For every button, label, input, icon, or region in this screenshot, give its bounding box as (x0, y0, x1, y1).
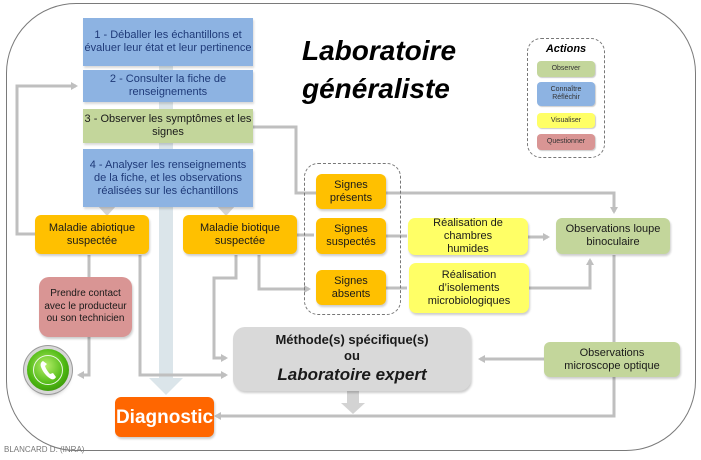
isolations-label: Réalisation d’isolements microbiologique… (427, 268, 511, 307)
signs-suspected-box[interactable]: Signes suspectés (316, 218, 386, 254)
photo-credit: BLANCARD D. (INRA) (4, 445, 85, 454)
signs-present-label: Signes présents (329, 178, 373, 204)
legend-item-questionner: Questionner (537, 134, 595, 150)
specific-methods-box[interactable]: Méthode(s) spécifique(s) ou Laboratoire … (233, 327, 471, 391)
step3-to-binocular-connector (253, 125, 618, 214)
phone-icon[interactable] (27, 349, 69, 391)
actions-legend: Actions Observer Connaître Réfléchir Vis… (527, 38, 605, 158)
step-1-label: 1 - Déballer les échantillons et évaluer… (84, 29, 252, 54)
legend-label-observer: Observer (551, 65, 581, 72)
signs-group (304, 163, 401, 315)
legend-item-connaitre-reflechir: Connaître Réfléchir (537, 82, 595, 106)
step-3-box[interactable]: 3 - Observer les symptômes et les signes (83, 109, 253, 143)
biotic-to-signs-absent-connector (257, 255, 311, 293)
step-2-label: 2 - Consulter la fiche de renseignements (109, 73, 227, 98)
humid-chambers-label: Réalisation de chambres humides (433, 217, 503, 255)
biotic-to-methods-connector (212, 255, 238, 362)
contact-producer-box[interactable]: Prendre contact avec le producteur ou so… (39, 277, 132, 337)
legend-item-visualiser: Visualiser (537, 113, 595, 128)
humid-chambers-box[interactable]: Réalisation de chambres humides (408, 217, 528, 255)
title-line-1: Laboratoire (302, 35, 457, 66)
step-3-label: 3 - Observer les symptômes et les signes (84, 113, 252, 138)
microscope-observation-label: Observations microscope optique (564, 346, 660, 372)
step-1-box[interactable]: 1 - Déballer les échantillons et évaluer… (83, 18, 253, 66)
methods-line-1: Méthode(s) spécifique(s) (275, 332, 429, 347)
signs-absent-label: Signes absents (331, 274, 371, 300)
legend-label-visualiser: Visualiser (550, 116, 582, 124)
legend-label-connaitre: Connaître (550, 86, 582, 93)
diagram-frame (6, 3, 696, 451)
methods-line-3: Laboratoire expert (277, 365, 427, 384)
step-4-box[interactable]: 4 - Analyser les renseignements de la fi… (83, 149, 253, 207)
contact-producer-label: Prendre contact avec le producteur ou so… (44, 288, 127, 325)
abiotic-disease-label: Maladie abiotique suspectée (48, 221, 136, 247)
methods-line-2: ou (344, 348, 360, 363)
legend-label-questionner: Questionner (546, 138, 586, 145)
abiotic-to-methods-connector (138, 255, 228, 379)
abiotic-to-step2-connector (15, 82, 78, 236)
step-4-label: 4 - Analyser les renseignements de la fi… (89, 158, 247, 197)
binocular-to-diagnostic-connector (214, 255, 616, 420)
signs-absent-box[interactable]: Signes absents (316, 270, 386, 305)
signs-suspected-label: Signes suspectés (326, 223, 376, 248)
title-line-2: généraliste (302, 73, 450, 104)
main-flow-arrowhead (149, 378, 183, 395)
methods-to-diagnostic-arrow (341, 391, 365, 414)
diagnostic-label: Diagnostic (115, 406, 214, 428)
microscope-observation-box[interactable]: Observations microscope optique (544, 342, 680, 377)
isolations-box[interactable]: Réalisation d’isolements microbiologique… (409, 263, 529, 313)
diagnostic-box[interactable]: Diagnostic (115, 397, 214, 437)
step-2-box[interactable]: 2 - Consulter la fiche de renseignements (83, 70, 253, 102)
biotic-disease-box[interactable]: Maladie biotique suspectée (183, 215, 297, 254)
abiotic-disease-box[interactable]: Maladie abiotique suspectée (35, 215, 149, 254)
binocular-observation-box[interactable]: Observations loupe binoculaire (556, 218, 670, 254)
legend-label-reflechir: Réfléchir (552, 94, 580, 101)
isolations-to-binocular-connector (529, 258, 594, 290)
page-title: Laboratoire généraliste (302, 32, 456, 108)
legend-item-observer: Observer (537, 61, 595, 77)
legend-title: Actions (545, 43, 587, 55)
signs-present-box[interactable]: Signes présents (316, 174, 386, 209)
biotic-disease-label: Maladie biotique suspectée (199, 221, 281, 247)
binocular-observation-label: Observations loupe binoculaire (565, 223, 661, 248)
contact-to-phone-connector (77, 337, 91, 379)
